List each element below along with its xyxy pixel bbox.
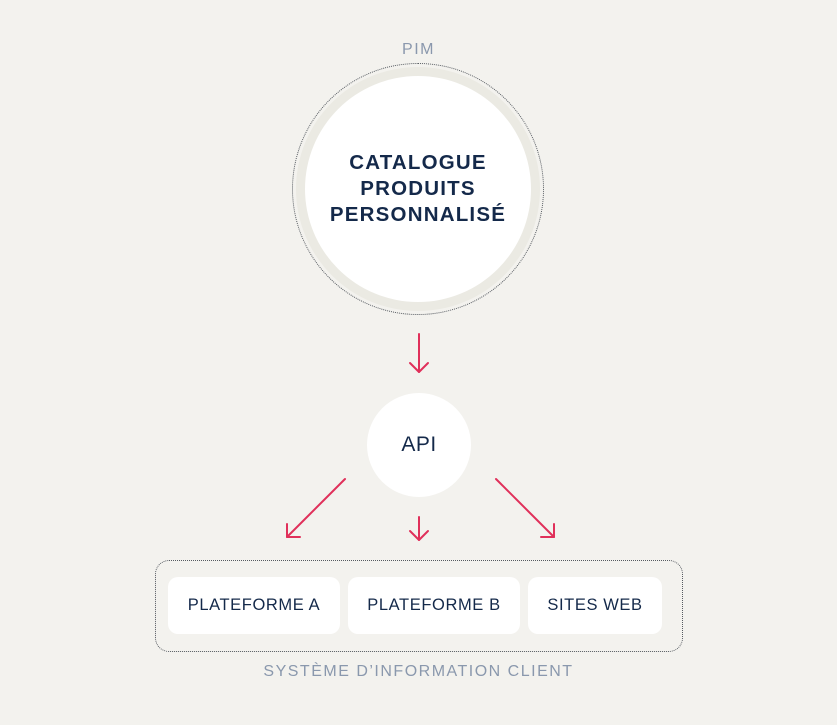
api-label: API: [401, 433, 437, 456]
pim-dotted-border: [292, 63, 544, 315]
pim-label: PIM: [402, 41, 435, 58]
arrow-api-to-sites-web: [495, 478, 555, 538]
arrow-api-to-platform-a: [286, 478, 346, 538]
catalogue-node: CATALOGUE PRODUITS PERSONNALISÉ: [305, 76, 531, 302]
platform-b-node: PLATEFORME B: [348, 577, 520, 634]
catalogue-line-1: CATALOGUE: [349, 151, 487, 174]
client-system-label: SYSTÈME D’INFORMATION CLIENT: [263, 663, 574, 680]
platform-a-node: PLATEFORME A: [168, 577, 340, 634]
arrow-pim-to-api: [409, 333, 429, 373]
catalogue-line-3: PERSONNALISÉ: [329, 203, 507, 226]
arrow-api-to-platform-b: [409, 516, 429, 541]
client-system-container: [155, 560, 683, 652]
api-node: API: [367, 393, 471, 497]
sites-web-node: SITES WEB: [528, 577, 662, 634]
catalogue-line-2: PRODUITS: [360, 177, 476, 200]
